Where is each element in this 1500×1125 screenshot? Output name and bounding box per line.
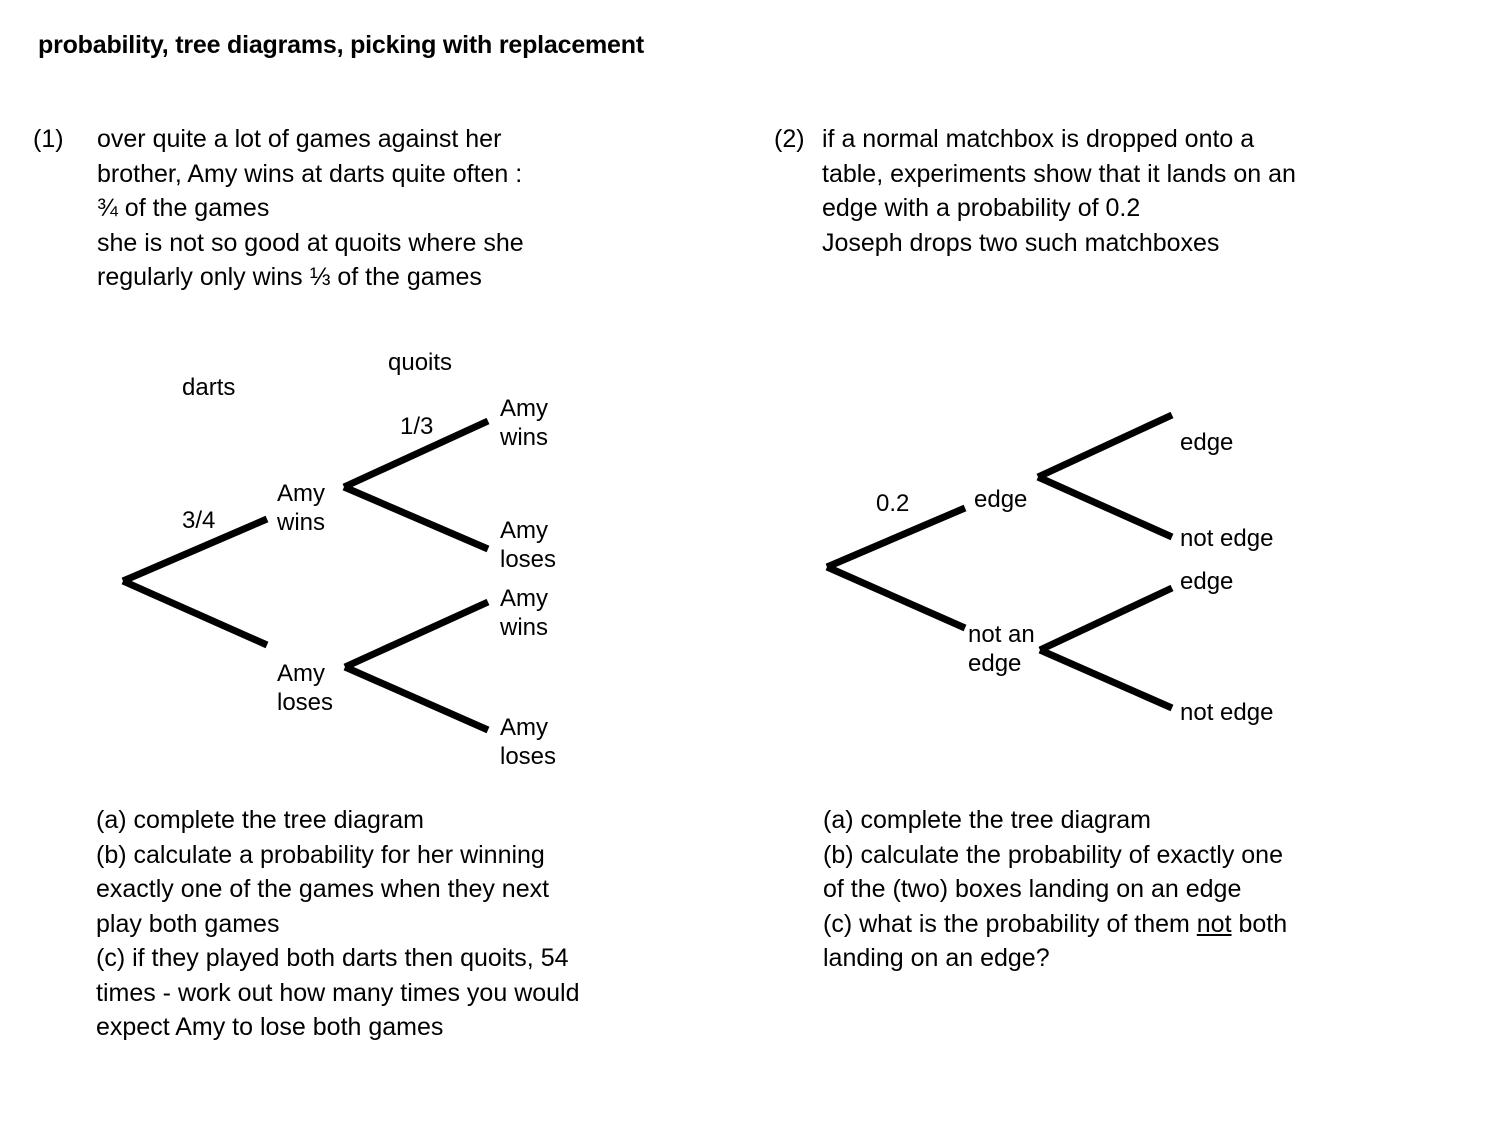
page-title: probability, tree diagrams, picking with…	[38, 31, 644, 59]
question-2-parts-before: (a) complete the tree diagram (b) calcul…	[823, 806, 1283, 938]
tree-node-label: not an edge	[968, 621, 1035, 677]
tree-node-label: not edge	[1180, 525, 1274, 552]
tree-node-label: edge	[1180, 429, 1234, 456]
tree-node-label: Amy wins	[500, 395, 549, 451]
tree-branch	[1038, 584, 1174, 654]
tree-node-label: Amy loses	[500, 714, 557, 770]
tree-stage-label: quoits	[388, 349, 453, 376]
tree-node-label: Amy wins	[500, 585, 549, 641]
question-2-parts-after: both landing on an edge?	[823, 909, 1288, 973]
tree-probability-label: 1/3	[400, 413, 434, 440]
tree-branch	[1036, 411, 1174, 481]
question-2-number: (2)	[774, 125, 805, 153]
question-1-parts: (a) complete the tree diagram (b) calcul…	[96, 806, 580, 1041]
question-2-parts-emphasis: not	[1196, 909, 1232, 938]
tree-branch	[121, 577, 269, 649]
question-1-text: over quite a lot of games against her br…	[97, 125, 524, 291]
tree-branch	[343, 663, 490, 734]
tree-branch	[342, 483, 490, 553]
question-1-number: (1)	[33, 125, 64, 153]
question-2-parts: (a) complete the tree diagram (b) calcul…	[823, 803, 1403, 976]
tree-branch	[343, 598, 490, 671]
question-2-text: if a normal matchbox is dropped onto a t…	[822, 125, 1296, 257]
tree-probability-label: 0.2	[876, 490, 910, 517]
tree-node-label: Amy wins	[277, 480, 326, 536]
tree-stage-label: darts	[182, 374, 236, 401]
tree-branch	[825, 563, 967, 632]
tree-branch	[1038, 646, 1174, 712]
tree-branch	[1036, 473, 1174, 541]
tree-node-label: Amy loses	[500, 517, 557, 573]
tree-probability-label: 3/4	[182, 507, 216, 534]
tree-node-label: Amy loses	[277, 660, 334, 716]
tree-node-label: edge	[1180, 568, 1234, 595]
tree-node-label: edge	[974, 486, 1028, 513]
tree-node-label: not edge	[1180, 699, 1274, 726]
